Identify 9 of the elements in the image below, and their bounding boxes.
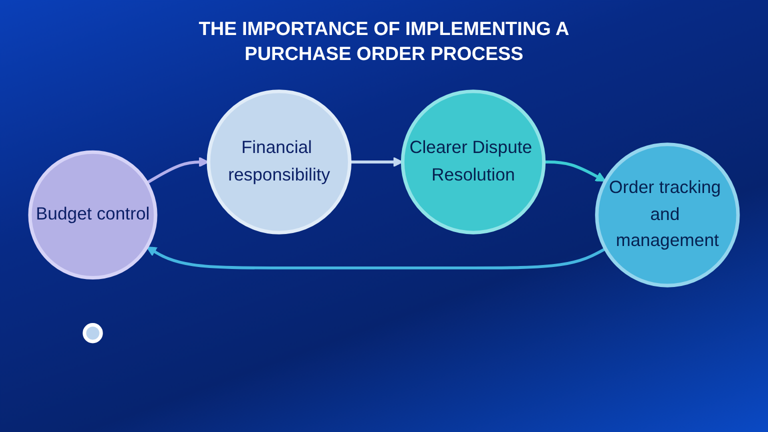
title: THE IMPORTANCE OF IMPLEMENTING A PURCHASE ORDER PROCESS <box>198 18 570 67</box>
arrow <box>146 246 606 270</box>
arrow <box>146 156 209 184</box>
node-circle: Financial responsibility <box>206 90 352 234</box>
arrow <box>544 160 606 182</box>
node-circle: Clearer Dispute Resolution <box>400 90 546 234</box>
node-circle <box>82 323 103 344</box>
node-circle: Order tracking and management <box>595 142 740 288</box>
node-circle: Budget control <box>28 150 158 280</box>
